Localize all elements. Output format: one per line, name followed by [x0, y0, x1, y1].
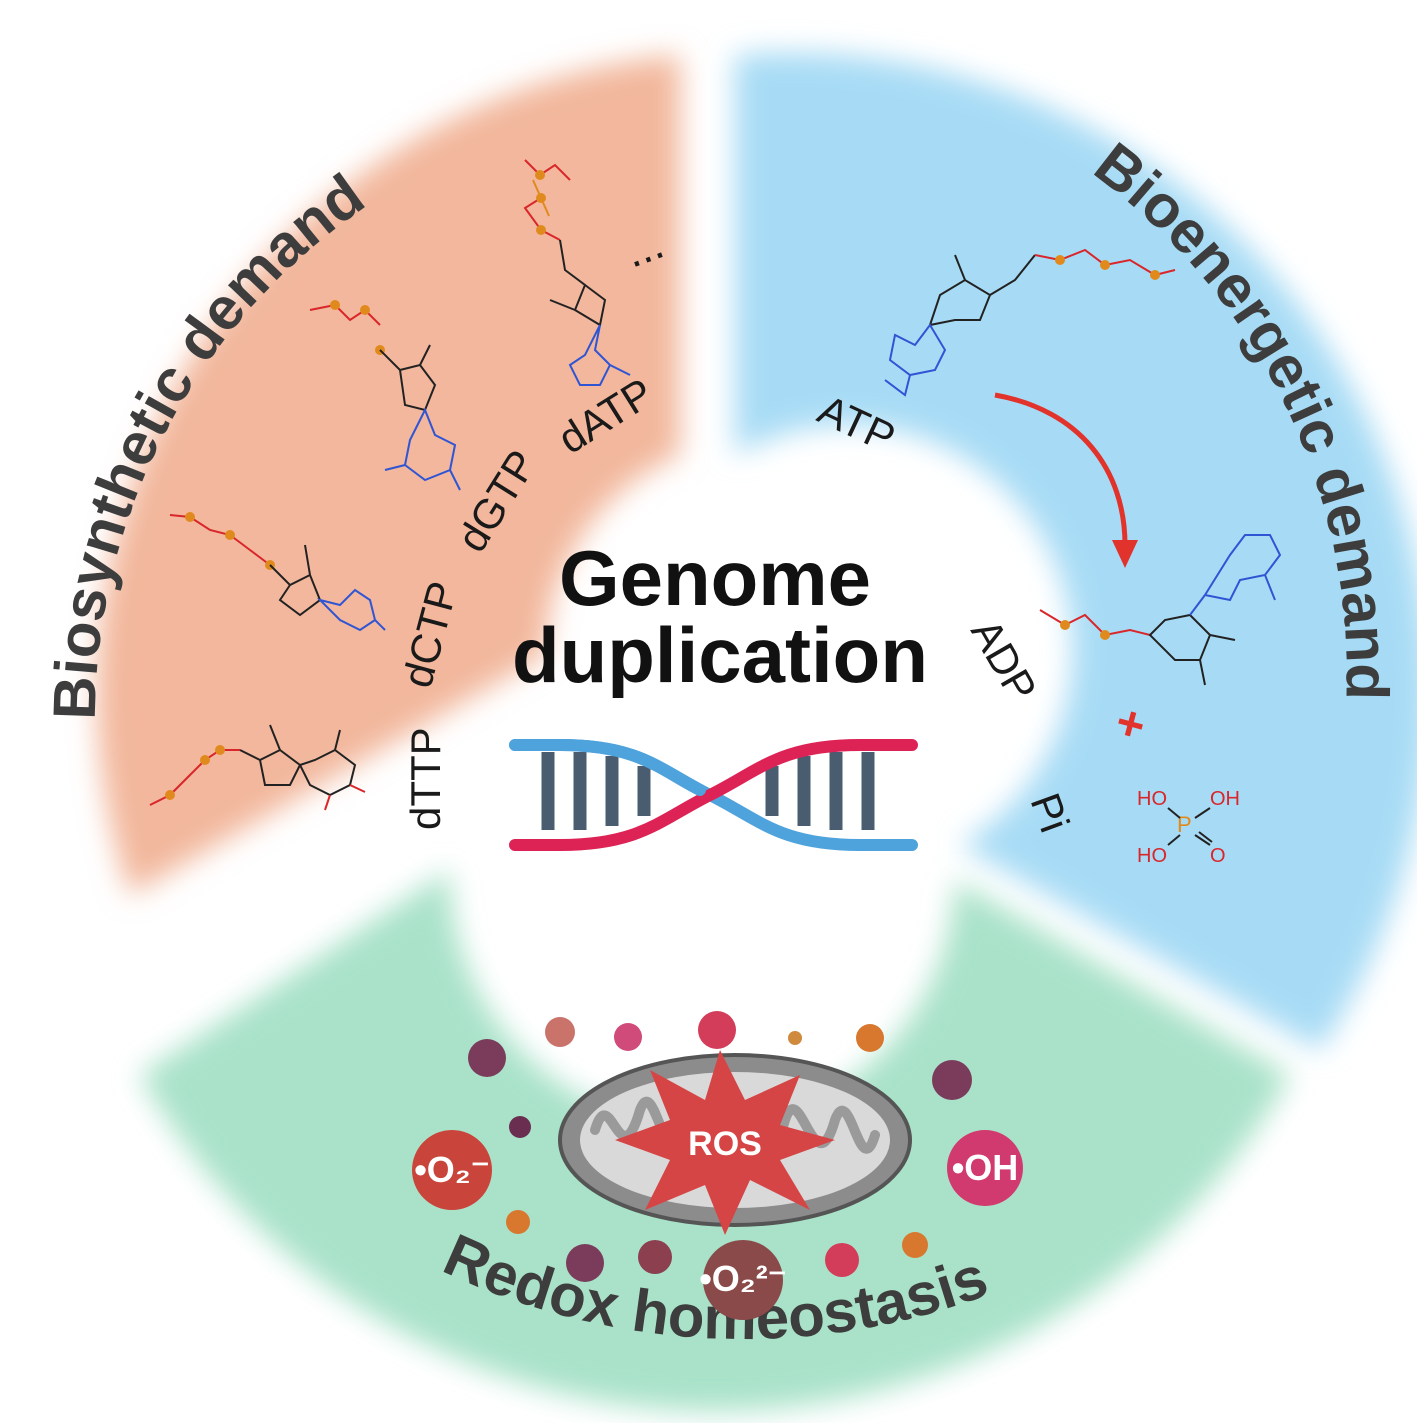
datp-structure-icon — [523, 159, 631, 386]
svg-text:HO: HO — [1137, 845, 1167, 867]
ros-star-icon: ROS — [615, 1050, 835, 1235]
svg-text:O: O — [1210, 845, 1226, 867]
superoxide-ion: •O₂⁻ — [412, 1130, 492, 1210]
dctp-structure-icon — [169, 512, 386, 632]
reaction-arrow-icon — [994, 392, 1128, 546]
dgtp-structure-icon — [309, 300, 461, 491]
center-title-line1: Genome — [559, 534, 871, 622]
svg-text:•O₂⁻: •O₂⁻ — [414, 1149, 490, 1190]
ros-label: ROS — [688, 1125, 762, 1163]
adp-structure-icon — [1039, 534, 1282, 686]
bioenergetic-sector — [735, 52, 1417, 1050]
biosynthetic-sector — [97, 55, 680, 895]
svg-text:P: P — [1177, 812, 1192, 837]
dna-helix-icon — [509, 739, 918, 851]
atp-structure-icon — [884, 248, 1176, 397]
svg-text:HO: HO — [1137, 788, 1167, 810]
ros-particles — [468, 1011, 972, 1282]
pi-structure-icon: HO OH P HO O — [1137, 788, 1240, 867]
label-adp: ADP — [962, 611, 1046, 709]
svg-text:•OH: •OH — [952, 1147, 1019, 1188]
svg-text:OH: OH — [1210, 788, 1240, 810]
label-dttp: dTTP — [402, 727, 449, 830]
svg-text:•O₂²⁻: •O₂²⁻ — [699, 1258, 787, 1299]
dttp-structure-icon — [149, 724, 366, 811]
hydroxyl-ion: •OH — [947, 1130, 1023, 1206]
peroxide-ion: •O₂²⁻ — [699, 1240, 787, 1320]
center-title-line2: duplication — [512, 611, 928, 699]
